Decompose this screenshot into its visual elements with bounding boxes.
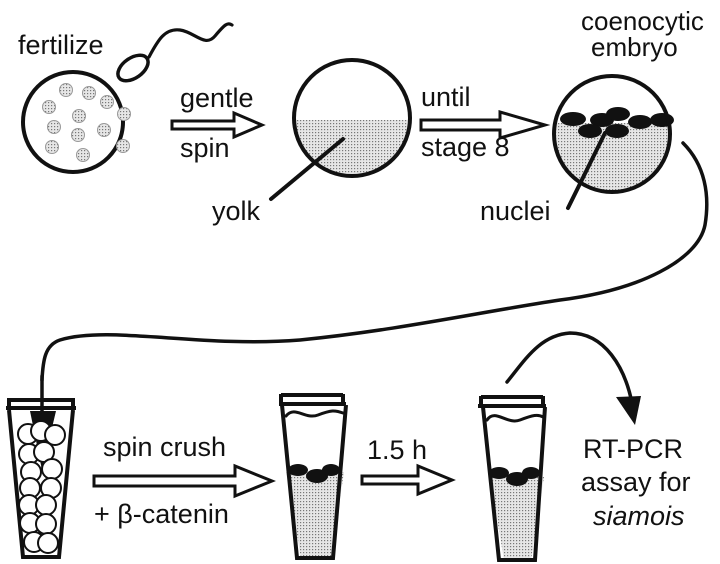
hollow-arrow-4	[360, 463, 456, 497]
nuclei-label: nuclei	[480, 196, 551, 226]
gentle-label: gentle	[180, 83, 254, 113]
fertilize-label: fertilize	[18, 30, 104, 60]
until-label: until	[421, 82, 471, 112]
spin-label: spin	[180, 133, 230, 163]
tube-extract-2	[478, 395, 547, 562]
beta-catenin-label: + β-catenin	[94, 499, 229, 529]
hollow-arrow-3	[92, 463, 276, 499]
tube-egg-balls	[17, 420, 66, 554]
spun-egg	[269, 58, 412, 201]
siamois-label: siamois	[593, 501, 685, 531]
spin-crush-label: spin crush	[103, 432, 226, 462]
hollow-arrow-2	[419, 110, 551, 140]
yolk-label: yolk	[212, 196, 261, 226]
fertilized-egg	[21, 70, 131, 174]
coenocytic-label: coenocytic	[581, 6, 704, 36]
coenocytic-embryo	[552, 74, 674, 210]
tube-extract-2-nuclei	[489, 467, 540, 486]
incubation-time-label: 1.5 h	[367, 435, 427, 465]
nuclei	[560, 107, 674, 138]
embryo-label: embryo	[591, 32, 678, 62]
tube-extract-1-nuclei	[288, 464, 340, 483]
stage-8-label: stage 8	[421, 132, 510, 162]
assay-arrow	[505, 331, 641, 425]
tube-extract-1	[279, 393, 348, 560]
rt-pcr-label: RT-PCR	[583, 434, 683, 464]
hollow-arrow-1	[170, 110, 266, 140]
sperm	[116, 22, 234, 83]
assay-for-label: assay for	[581, 467, 691, 497]
tube-eggs	[6, 398, 76, 559]
yolk-granules	[42, 83, 131, 162]
